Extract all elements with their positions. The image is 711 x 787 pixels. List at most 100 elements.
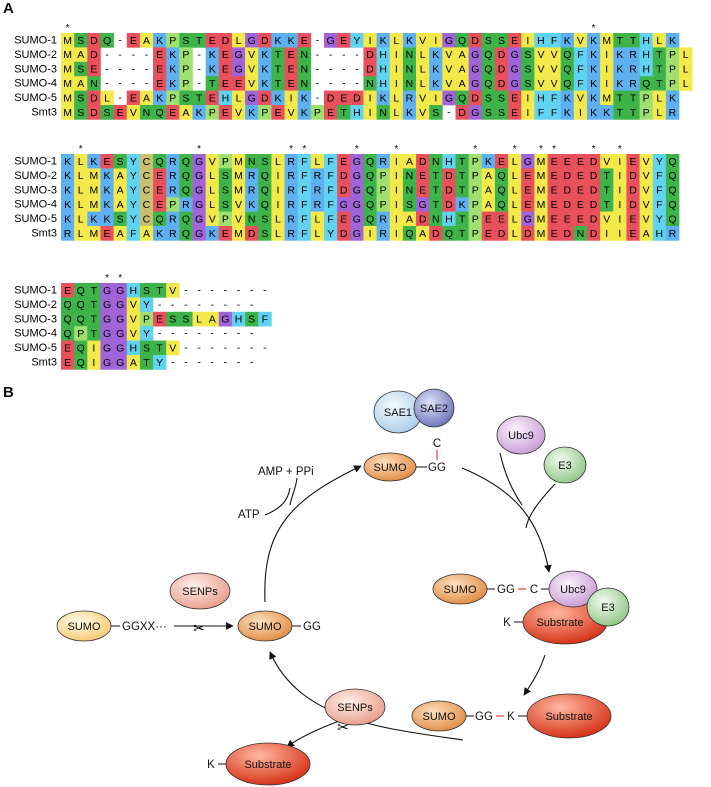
residue-letter: K	[406, 107, 413, 119]
residue-letter: V	[169, 285, 176, 297]
residue-cell	[284, 90, 298, 106]
residue-cell	[231, 47, 246, 63]
residue-cell	[416, 226, 430, 241]
residue-letter: I	[605, 228, 608, 240]
residue-cell	[481, 226, 496, 241]
e3-bound-label: E3	[601, 602, 614, 614]
residue-cell	[626, 90, 640, 106]
residue-letter: I	[605, 78, 608, 90]
residue-cell	[74, 326, 88, 341]
residue-letter: Q	[668, 185, 676, 197]
conservation-star: *	[539, 144, 543, 155]
residue-cell	[166, 76, 180, 91]
residue-cell	[363, 182, 377, 198]
e3-bound-node	[586, 587, 630, 627]
residue-letter: R	[379, 156, 387, 168]
residue-letter: S	[222, 199, 229, 211]
residue-letter: A	[485, 199, 492, 211]
residue-cell	[61, 326, 75, 341]
residue-letter: S	[182, 314, 189, 326]
residue-cell	[350, 105, 364, 120]
residue-cell	[271, 182, 285, 198]
residue-letter: R	[287, 156, 295, 168]
residue-cell	[74, 168, 88, 184]
residue-cell	[494, 182, 509, 198]
residue-cell	[153, 47, 167, 63]
residue-letter: A	[459, 64, 466, 76]
residue-cell	[126, 154, 141, 169]
residue-cell	[284, 168, 298, 184]
residue-letter: Q	[668, 199, 676, 211]
residue-letter: K	[590, 107, 597, 119]
gap-cell: -	[250, 299, 254, 311]
residue-cell	[350, 211, 364, 227]
residue-letter: K	[156, 92, 163, 104]
gap-cell: -	[197, 78, 201, 90]
residue-cell	[376, 197, 391, 212]
residue-cell	[665, 47, 680, 63]
residue-letter: M	[234, 228, 243, 240]
residue-letter: D	[432, 228, 440, 240]
residue-letter: E	[524, 170, 531, 182]
residue-cell	[613, 197, 627, 212]
residue-letter: L	[196, 314, 202, 326]
residue-letter: K	[564, 35, 571, 47]
residue-cell	[74, 90, 88, 106]
residue-letter: K	[669, 35, 676, 47]
residue-cell	[61, 297, 75, 313]
residue-cell	[363, 154, 377, 169]
cycle-arrow-top-right	[461, 467, 552, 573]
residue-cell	[153, 182, 167, 198]
residue-letter: F	[577, 49, 583, 61]
residue-letter: S	[104, 107, 111, 119]
residue-letter: K	[261, 78, 268, 90]
residue-letter: K	[104, 185, 111, 197]
residue-letter: V	[643, 156, 650, 168]
residue-cell	[74, 355, 88, 370]
residue-letter: K	[432, 64, 439, 76]
residue-cell	[587, 168, 601, 184]
residue-letter: M	[63, 92, 72, 104]
residue-cell	[126, 105, 141, 120]
residue-letter: N	[406, 185, 414, 197]
residue-cell	[113, 226, 128, 241]
residue-letter: Q	[563, 49, 571, 61]
residue-cell	[258, 76, 272, 91]
residue-cell	[218, 311, 233, 327]
residue-cell	[652, 76, 667, 91]
gap-cell: -	[329, 63, 333, 75]
gg-ubc9-label: GG	[497, 584, 515, 596]
residue-cell	[231, 154, 246, 169]
residue-letter: K	[380, 35, 387, 47]
residue-letter: Q	[458, 35, 466, 47]
residue-cell	[205, 76, 220, 91]
residue-cell	[389, 154, 404, 169]
residue-cell	[468, 197, 483, 212]
residue-cell	[192, 154, 206, 169]
residue-cell	[639, 76, 654, 91]
residue-cell	[245, 33, 259, 48]
residue-cell	[74, 211, 88, 227]
residue-cell	[126, 311, 141, 327]
residue-letter: G	[103, 328, 111, 340]
residue-cell	[468, 182, 483, 198]
residue-letter: K	[104, 170, 111, 182]
residue-letter: H	[445, 156, 453, 168]
residue-letter: H	[379, 78, 387, 90]
residue-cell	[245, 154, 259, 169]
residue-letter: G	[524, 213, 532, 225]
gap-cell: -	[250, 357, 254, 369]
residue-letter: V	[445, 64, 452, 76]
residue-cell	[573, 90, 588, 106]
residue-letter: L	[78, 228, 84, 240]
residue-letter: P	[472, 185, 479, 197]
residue-letter: M	[602, 35, 611, 47]
residue-cell	[192, 182, 206, 198]
residue-cell	[587, 154, 601, 169]
residue-letter: E	[498, 213, 505, 225]
residue-cell	[534, 61, 548, 77]
residue-cell	[521, 211, 535, 227]
residue-letter: G	[471, 78, 479, 90]
sumo-precursor-label: SUMO	[68, 621, 101, 633]
residue-letter: T	[275, 49, 282, 61]
